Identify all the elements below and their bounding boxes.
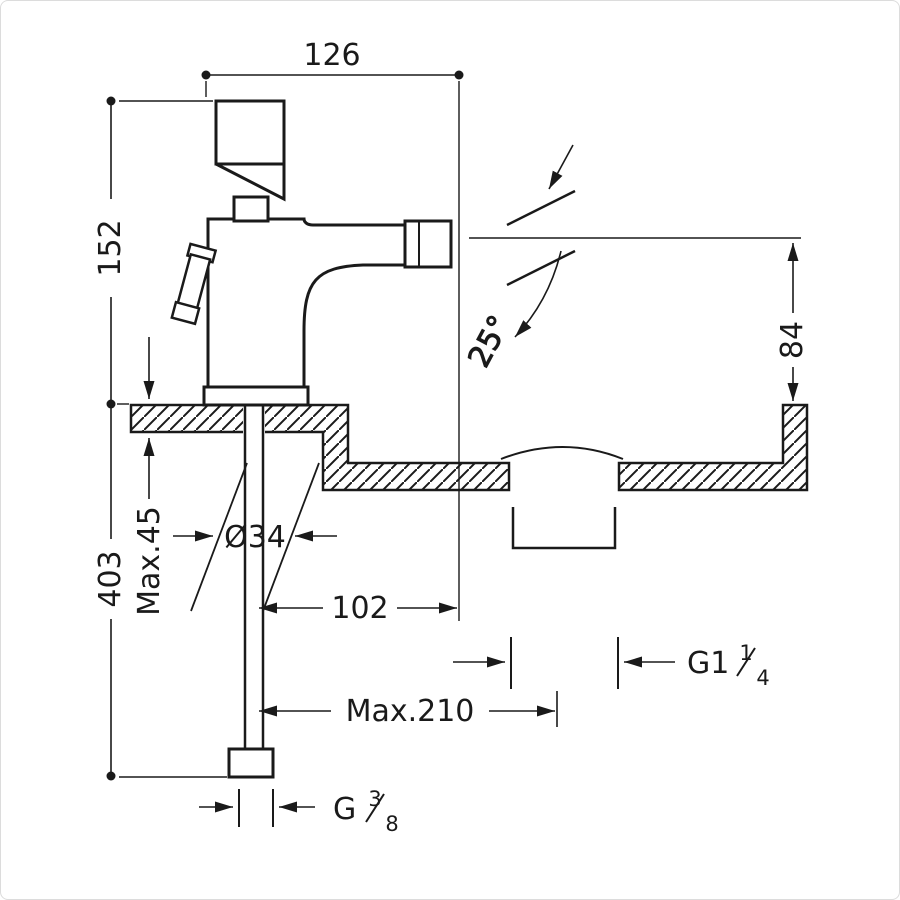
- dim-height-above-deck: 152: [93, 219, 128, 276]
- dimension-spout-reach: 102: [259, 591, 457, 626]
- dimension-max-reach: Max.210: [259, 691, 558, 729]
- dimension-overall-width: 126: [201, 38, 464, 621]
- diameter-extension-line-left: [190, 462, 248, 612]
- upper-angle-line: [506, 189, 576, 227]
- dim-overall-width: 126: [303, 38, 360, 73]
- thread-label-supply: G 3 8: [199, 787, 399, 836]
- faucet: [170, 99, 453, 779]
- angle-arc: [514, 250, 562, 338]
- bidet-cross-section: [129, 403, 809, 550]
- handle-wedge: [215, 162, 286, 202]
- dim-deck-thickness: Max.45: [132, 506, 167, 616]
- drain-outline: [511, 507, 617, 550]
- dimension-height-below-deck: 403: [93, 404, 227, 781]
- faucet-body: [206, 217, 407, 391]
- dim-spout-reach: 102: [331, 591, 388, 626]
- base-plate: [202, 385, 310, 407]
- dim-outlet-height: 84: [775, 321, 810, 359]
- angle-pointer-arrow: [548, 144, 574, 190]
- dim-hole-diameter: Ø34: [224, 520, 286, 555]
- dim-height-below-deck: 403: [93, 550, 128, 607]
- deck-left-section: [129, 403, 511, 492]
- supply-thread-fraction-slash: [365, 793, 385, 823]
- deck-right-section: [617, 403, 809, 492]
- handle: [214, 99, 286, 166]
- drain-thread-numerator: 1: [739, 641, 752, 665]
- drain-thread-fraction-slash: [736, 647, 756, 677]
- pipe-connector: [227, 747, 275, 779]
- lower-angle-line: [506, 249, 576, 287]
- supply-thread-numerator: 3: [368, 787, 381, 811]
- side-lever: [170, 242, 218, 326]
- deck-hole: [243, 403, 265, 434]
- supply-thread-prefix: G: [333, 792, 356, 827]
- aerator: [403, 219, 453, 269]
- water-surface-arc: [500, 446, 624, 460]
- dim-spray-angle: 25°: [462, 310, 518, 373]
- supply-thread-denominator: 8: [385, 812, 398, 836]
- drain-thread-prefix: G1: [687, 646, 729, 681]
- dimension-hole-diameter: Ø34: [173, 462, 337, 612]
- diameter-extension-line-right: [262, 462, 320, 612]
- spray-angle-construction: 25°: [461, 144, 801, 374]
- handle-neck: [232, 195, 270, 223]
- dim-max-reach: Max.210: [346, 694, 475, 729]
- dimension-outlet-height: 84: [775, 243, 810, 401]
- thread-label-drain: G1 1 4: [453, 637, 770, 690]
- dimension-deck-thickness: Max.45: [132, 337, 167, 616]
- drain-thread-denominator: 4: [756, 666, 769, 690]
